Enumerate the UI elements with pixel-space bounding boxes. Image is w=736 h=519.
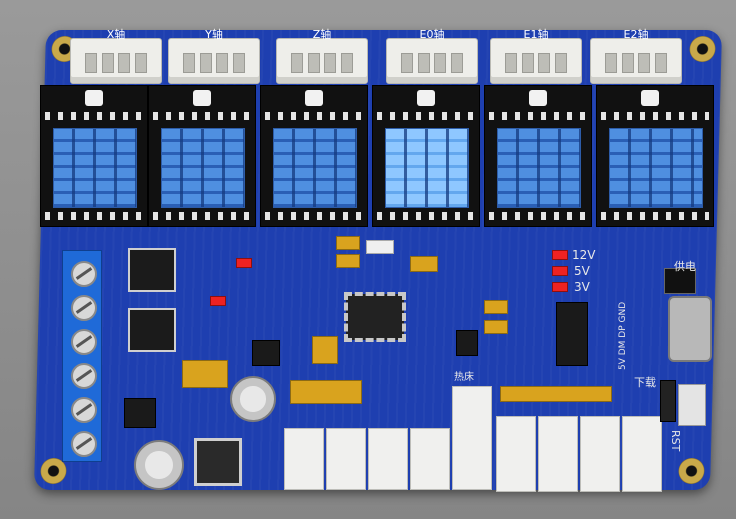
power-led (552, 266, 568, 276)
connector-label: Y轴 (205, 28, 223, 41)
smd-component (500, 386, 612, 402)
status-led (210, 296, 226, 306)
stepper-driver (260, 85, 368, 227)
label-12v: 12V (572, 248, 596, 262)
label-5v: 5V (574, 264, 590, 278)
connector-x-axis: X轴 (70, 28, 162, 84)
io-connector (284, 428, 324, 490)
io-connector (368, 428, 408, 490)
connector-label: Z轴 (312, 28, 332, 41)
label-download: 下载 (634, 376, 656, 389)
screw-icon (71, 363, 97, 389)
ic-chip (556, 302, 588, 366)
smd-component (182, 360, 228, 388)
connector-label: E0轴 (419, 28, 445, 41)
ic-chip (456, 330, 478, 356)
connector-y-axis: Y轴 (168, 28, 260, 84)
screw-icon (71, 431, 97, 457)
label-rst: RST (669, 430, 682, 452)
io-connector (580, 416, 620, 492)
electrolytic-capacitor (230, 376, 276, 422)
stepper-driver (40, 85, 148, 227)
io-connector (452, 386, 492, 490)
label-usb-pins: 5V DM DP GND (618, 301, 628, 370)
mount-hole-top-right (689, 36, 716, 62)
potentiometer-icon (85, 90, 103, 106)
smd-component (336, 254, 360, 268)
ic-chip (252, 340, 280, 366)
power-led (552, 282, 568, 292)
smd-component (312, 336, 338, 364)
heatsink (53, 128, 137, 208)
connector-z-axis: Z轴 (276, 28, 368, 84)
potentiometer-icon (305, 90, 323, 106)
smd-component (484, 300, 508, 314)
smd-component (290, 380, 362, 404)
heatsink (161, 128, 245, 208)
connector-label: E1轴 (523, 28, 549, 41)
screw-icon (71, 397, 97, 423)
connector-label: X轴 (106, 28, 126, 41)
heatsink (609, 128, 703, 208)
electrolytic-capacitor (134, 440, 184, 490)
connector-e1-axis: E1轴 (490, 28, 582, 84)
connector-label: E2轴 (623, 28, 649, 41)
potentiometer-icon (417, 90, 435, 106)
mosfet (128, 308, 176, 352)
potentiometer-icon (641, 90, 659, 106)
screw-terminal (62, 250, 102, 462)
label-supply: 供电 (674, 260, 696, 273)
power-led (552, 250, 568, 260)
io-connector (496, 416, 536, 492)
screw-icon (71, 261, 97, 287)
jumper (664, 268, 696, 294)
stepper-driver (596, 85, 714, 227)
ic-chip (124, 398, 156, 428)
mosfet (128, 248, 176, 292)
screw-icon (71, 329, 97, 355)
stepper-driver (484, 85, 592, 227)
heatsink (497, 128, 581, 208)
connector-e2-axis: E2轴 (590, 28, 682, 84)
usb-c-connector (668, 296, 712, 362)
io-connector (410, 428, 450, 490)
io-connector (538, 416, 578, 492)
label-temp: 热床 (454, 372, 474, 383)
smd-component (410, 256, 438, 272)
smd-component (484, 320, 508, 334)
mount-hole-bottom-right (678, 458, 705, 484)
reset-button (678, 384, 706, 426)
inductor (194, 438, 242, 486)
crystal (366, 240, 394, 254)
stepper-driver (372, 85, 480, 227)
label-3v: 3V (574, 280, 590, 294)
microcontroller-chip (344, 292, 406, 342)
smd-component (336, 236, 360, 250)
stepper-driver (148, 85, 256, 227)
potentiometer-icon (529, 90, 547, 106)
heatsink (273, 128, 357, 208)
header-pins (660, 380, 676, 422)
screw-icon (71, 295, 97, 321)
potentiometer-icon (193, 90, 211, 106)
io-connector (622, 416, 662, 492)
connector-e0-axis: E0轴 (386, 28, 478, 84)
io-connector (326, 428, 366, 490)
status-led (236, 258, 252, 268)
heatsink (385, 128, 469, 208)
